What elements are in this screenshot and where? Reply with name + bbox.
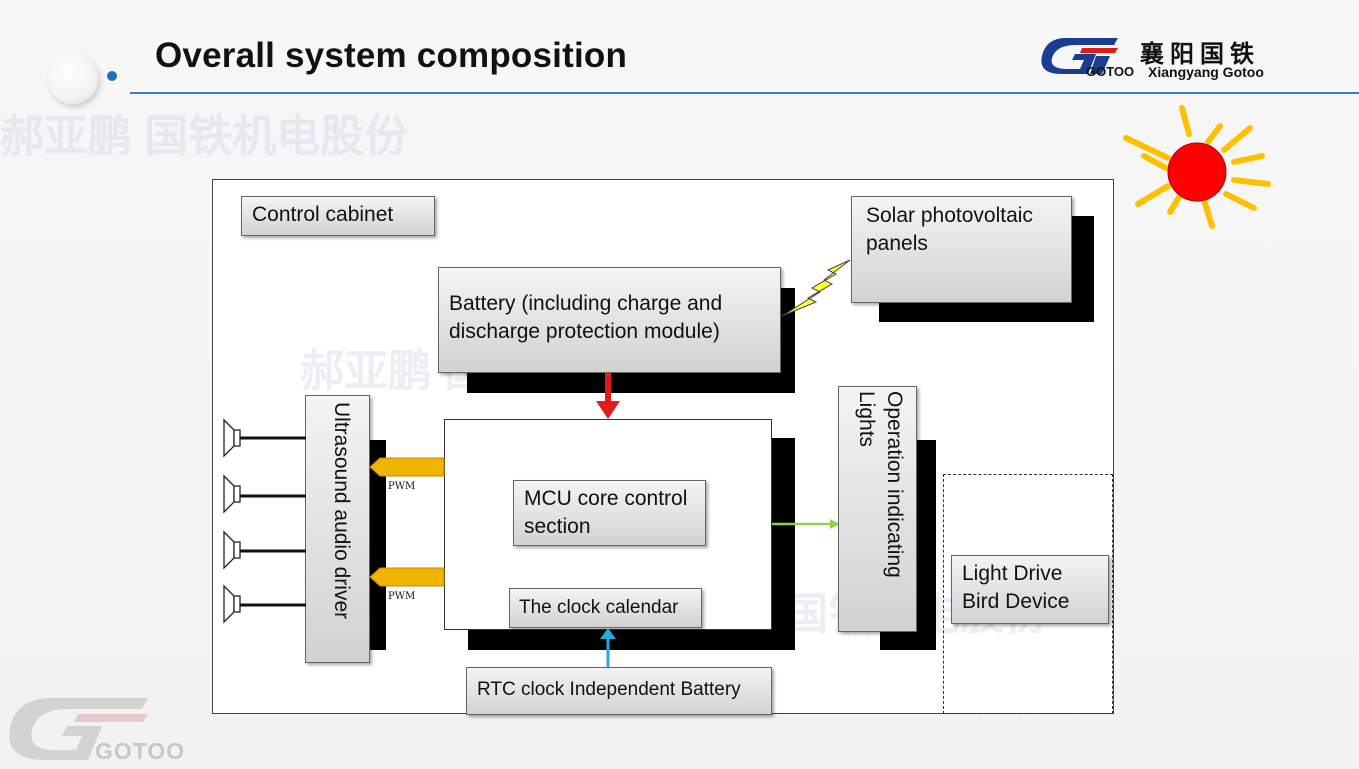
watermark-text: 郝亚鹏 国铁机电股份: [0, 112, 409, 161]
clock-calendar-box: The clock calendar: [509, 588, 702, 628]
lightning-icon: [781, 259, 851, 317]
light-drive-box: Light Drive Bird Device: [951, 555, 1109, 624]
decorative-dot: [107, 71, 117, 81]
speaker-array: [223, 418, 306, 624]
solar-panels-box: Solar photovoltaic panels: [851, 196, 1072, 303]
decorative-circle: [48, 54, 98, 104]
pwm-label: PWM: [388, 481, 416, 492]
pwm-label: PWM: [388, 591, 416, 602]
light-drive-area: [943, 474, 1113, 714]
logo-english-name: Xiangyang Gotoo: [1148, 64, 1264, 80]
sun-icon: [1123, 105, 1271, 229]
ultrasound-driver-box: Ultrasound audio driver: [305, 395, 370, 663]
gotoo-logo-icon: [1041, 38, 1118, 74]
pwm-connector-icon: [369, 457, 445, 477]
speaker-icon: [223, 584, 306, 624]
operation-lights-box: Operation indicating Lights: [838, 386, 917, 632]
power-arrow-icon: [596, 373, 620, 419]
rtc-arrow-icon: [600, 628, 616, 669]
battery-box: Battery (including charge and discharge …: [438, 267, 781, 373]
watermark-brand-text: GOTOO: [95, 738, 186, 764]
header-divider: [130, 92, 1359, 94]
speaker-icon: [223, 530, 306, 570]
logo-brand-text: GOTOO: [1086, 64, 1135, 79]
control-cabinet-label: Control cabinet: [241, 196, 435, 236]
speaker-icon: [223, 474, 306, 514]
mcu-core-box: MCU core control section: [513, 480, 706, 546]
rtc-battery-box: RTC clock Independent Battery: [466, 667, 772, 715]
pwm-connector-icon: [369, 567, 445, 587]
gotoo-watermark-logo-icon: [9, 698, 148, 760]
page-title: Overall system composition: [155, 36, 628, 75]
speaker-icon: [223, 418, 306, 458]
logo-chinese-name: 襄阳国铁: [1140, 41, 1260, 68]
lights-arrow-icon: [772, 519, 840, 529]
